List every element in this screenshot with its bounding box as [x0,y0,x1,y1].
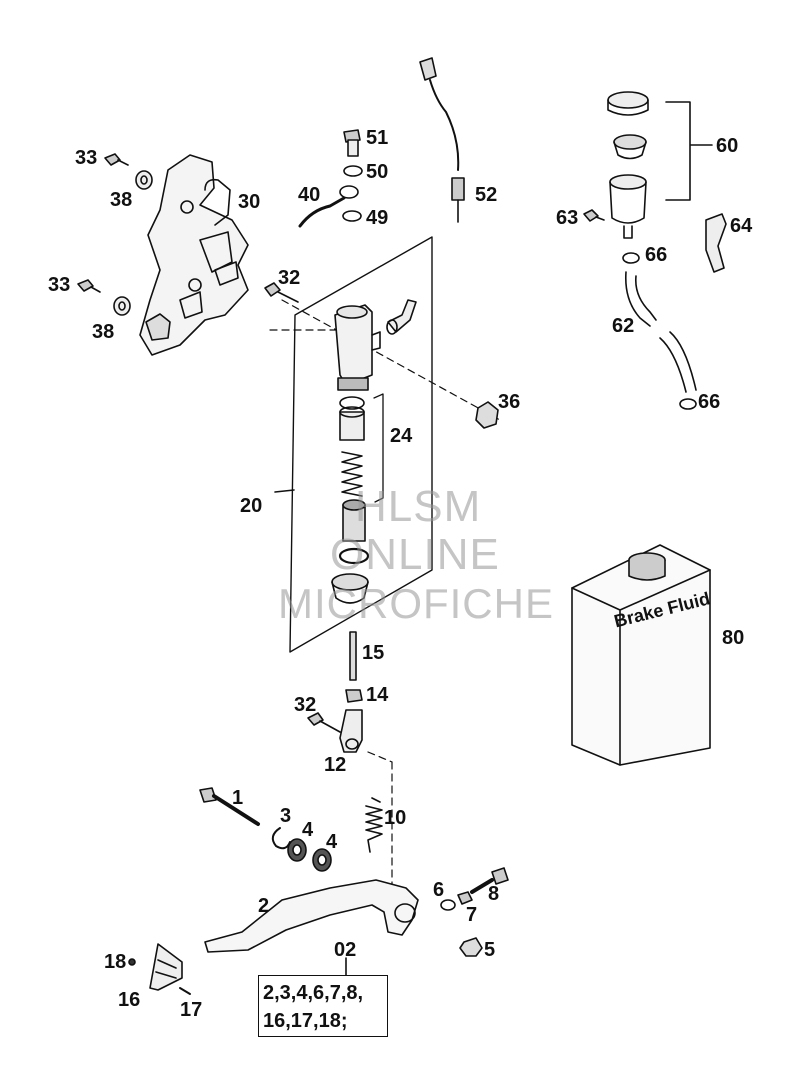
boot [331,573,369,604]
screw-17 [179,987,191,995]
pedal-tip-16 [149,943,183,991]
circlip-3 [271,827,291,850]
banjo-bolt-51 [343,129,361,157]
callout-02: 02 [334,939,357,961]
callout-10: 10 [384,807,407,829]
washer-6 [440,899,456,911]
callout-52: 52 [475,184,498,206]
clamp-66-bottom [679,398,697,410]
callout-40: 40 [298,184,321,206]
spring-24 [341,451,363,497]
callout-8: 8 [488,883,500,905]
brake-switch-52 [419,57,465,223]
washer-38-lower [113,296,131,316]
callout-7: 7 [466,904,478,926]
callout-2: 2 [258,895,270,917]
kit-contents-box: 2,3,4,6,7,8, 16,17,18; [258,975,388,1037]
clamp-66-top [622,252,640,264]
callout-32-upper: 32 [278,267,301,289]
callout-50: 50 [366,161,389,183]
callout-30: 30 [238,191,261,213]
o-ring [339,396,365,410]
master-cylinder-group-box [289,236,433,653]
brake-line-40 [298,185,359,228]
callout-18: 18 [104,951,127,973]
callout-38-upper: 38 [110,189,133,211]
leader-60 [665,101,713,201]
pin-18 [128,958,136,966]
washer-50 [343,165,363,177]
callout-4a: 4 [302,819,314,841]
callout-24: 24 [390,425,413,447]
callout-17: 17 [180,999,203,1021]
callout-62: 62 [612,315,635,337]
bolt-32-lower [307,712,341,733]
piston [342,499,366,542]
spring-10 [365,797,383,853]
leader-24 [373,393,384,503]
kit-line-2: 16,17,18; [263,1010,348,1032]
nut-14 [345,689,363,703]
callout-49: 49 [366,207,389,229]
callout-15: 15 [362,642,385,664]
callout-51: 51 [366,127,389,149]
bracket-64 [705,213,727,273]
callout-6: 6 [433,879,445,901]
nut-36 [475,401,499,429]
bolt-1 [199,787,260,826]
callout-1: 1 [232,787,244,809]
kit-line-1: 2,3,4,6,7,8, [263,982,364,1004]
heel-guard-part [139,154,249,356]
reservoir-cap [607,91,649,116]
bolt-33-upper [104,153,129,166]
callout-80: 80 [722,627,745,649]
callout-4b: 4 [326,831,338,853]
bolt-32-upper [264,282,299,303]
callout-38-lower: 38 [92,321,115,343]
reservoir-body [609,174,647,239]
callout-60: 60 [716,135,739,157]
callout-14: 14 [366,684,389,706]
brake-fluid-container [571,544,711,766]
bolt-33-lower [77,279,101,293]
callout-33-lower: 33 [48,274,71,296]
bearing-4b [312,848,332,872]
callout-5: 5 [484,939,496,961]
callout-66-lower: 66 [698,391,721,413]
cylinder-body [334,304,381,391]
leader-20 [274,489,295,493]
watermark-line-1: HLSM [355,482,482,531]
callout-66-upper: 66 [645,244,668,266]
washer-49 [342,210,362,222]
reservoir-diaphragm [613,134,647,160]
callout-16: 16 [118,989,141,1011]
callout-3: 3 [280,805,292,827]
bolt-8 [470,867,509,894]
brake-pedal-2 [204,879,419,953]
hose-62 [624,271,697,393]
callout-20: 20 [240,495,263,517]
washer-38-upper [135,170,153,190]
pushrod-15 [349,631,357,681]
callout-12: 12 [324,754,347,776]
circlip [338,547,370,565]
sleeve [339,406,365,441]
nut-5 [459,937,483,957]
callout-33-upper: 33 [75,147,98,169]
callout-36: 36 [498,391,521,413]
watermark-line-2: ONLINE [330,530,500,579]
clevis-12 [339,709,363,753]
callout-64: 64 [730,215,753,237]
watermark-line-3: MICROFICHE [278,580,554,627]
elbow-fitting [386,299,417,335]
screw-63 [583,209,605,222]
bearing-4a [287,838,307,862]
nut-7 [457,891,473,905]
callout-63: 63 [556,207,579,229]
callout-32-lower: 32 [294,694,317,716]
